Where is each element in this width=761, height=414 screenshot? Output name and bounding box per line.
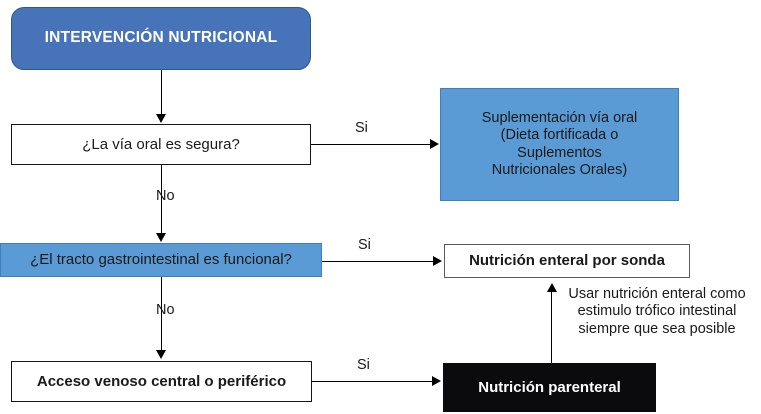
node-suplementacion-line-4: Nutricionales Orales) [491,161,628,178]
connector-acceso-venoso-to-parenteral [312,381,433,382]
connector-intervencion-to-via-oral [161,70,162,115]
node-suplementacion-line-1: Suplementación vía oral [481,110,638,127]
node-acceso-venoso-label: Acceso venoso central o periférico [36,372,287,390]
node-gi-funcional-label: ¿El tracto gastrointestinal es funcional… [30,251,292,269]
arrowhead-acceso-venoso-to-parenteral [432,376,441,386]
node-nutricion-parenteral: Nutrición parenteral [443,363,656,412]
node-parenteral-label: Nutrición parenteral [478,378,621,396]
note-line-1: Usar nutrición enteral como [568,286,746,302]
arrowhead-intervencion-to-via-oral [156,114,166,123]
arrowhead-gi-funcional-to-acceso-venoso [156,350,166,359]
connector-parenteral-to-enteral-sonda [551,291,552,363]
connector-gi-funcional-to-enteral-sonda [322,261,434,262]
node-suplementacion-via-oral: Suplementación vía oral (Dieta fortifica… [440,88,679,201]
arrowhead-parenteral-to-enteral-sonda [547,283,557,292]
note-line-3: siempre que sea posible [578,320,736,337]
node-via-oral-label: ¿La vía oral es segura? [82,135,240,153]
edge-label-no-via-oral: No [156,188,175,204]
arrowhead-via-oral-to-gi-funcional [156,233,166,242]
connector-via-oral-to-gi-funcional [161,165,162,234]
node-nutricion-enteral-por-sonda: Nutrición enteral por sonda [444,244,690,278]
node-acceso-venoso: Acceso venoso central o periférico [11,361,312,402]
note-nutricion-enteral-estimulo: Usar nutrición enteral como estimulo tró… [556,286,758,338]
connector-via-oral-to-suplementacion [311,144,431,145]
arrowhead-gi-funcional-to-enteral-sonda [433,256,442,266]
connector-gi-funcional-to-acceso-venoso [161,277,162,351]
node-tracto-gastrointestinal-funcional: ¿El tracto gastrointestinal es funcional… [0,243,322,277]
edge-label-si-acceso-venoso: Si [357,357,370,373]
node-intervencion-label: INTERVENCIÓN NUTRICIONAL [44,29,278,47]
node-suplementacion-text: Suplementación vía oral (Dieta fortifica… [482,110,638,178]
arrowhead-via-oral-to-suplementacion [430,139,439,149]
node-suplementacion-line-2: (Dieta fortificada o [500,127,619,144]
node-via-oral-segura: ¿La vía oral es segura? [11,124,311,165]
node-suplementacion-line-3: Suplementos [517,144,602,161]
edge-label-si-gi-funcional: Si [358,237,371,253]
edge-label-no-gi-funcional: No [156,302,175,318]
node-intervencion-nutricional: INTERVENCIÓN NUTRICIONAL [11,7,311,70]
node-enteral-sonda-label: Nutrición enteral por sonda [469,252,665,270]
edge-label-si-via-oral: Si [355,120,368,136]
note-line-2: estimulo trófico intestinal [577,303,737,320]
